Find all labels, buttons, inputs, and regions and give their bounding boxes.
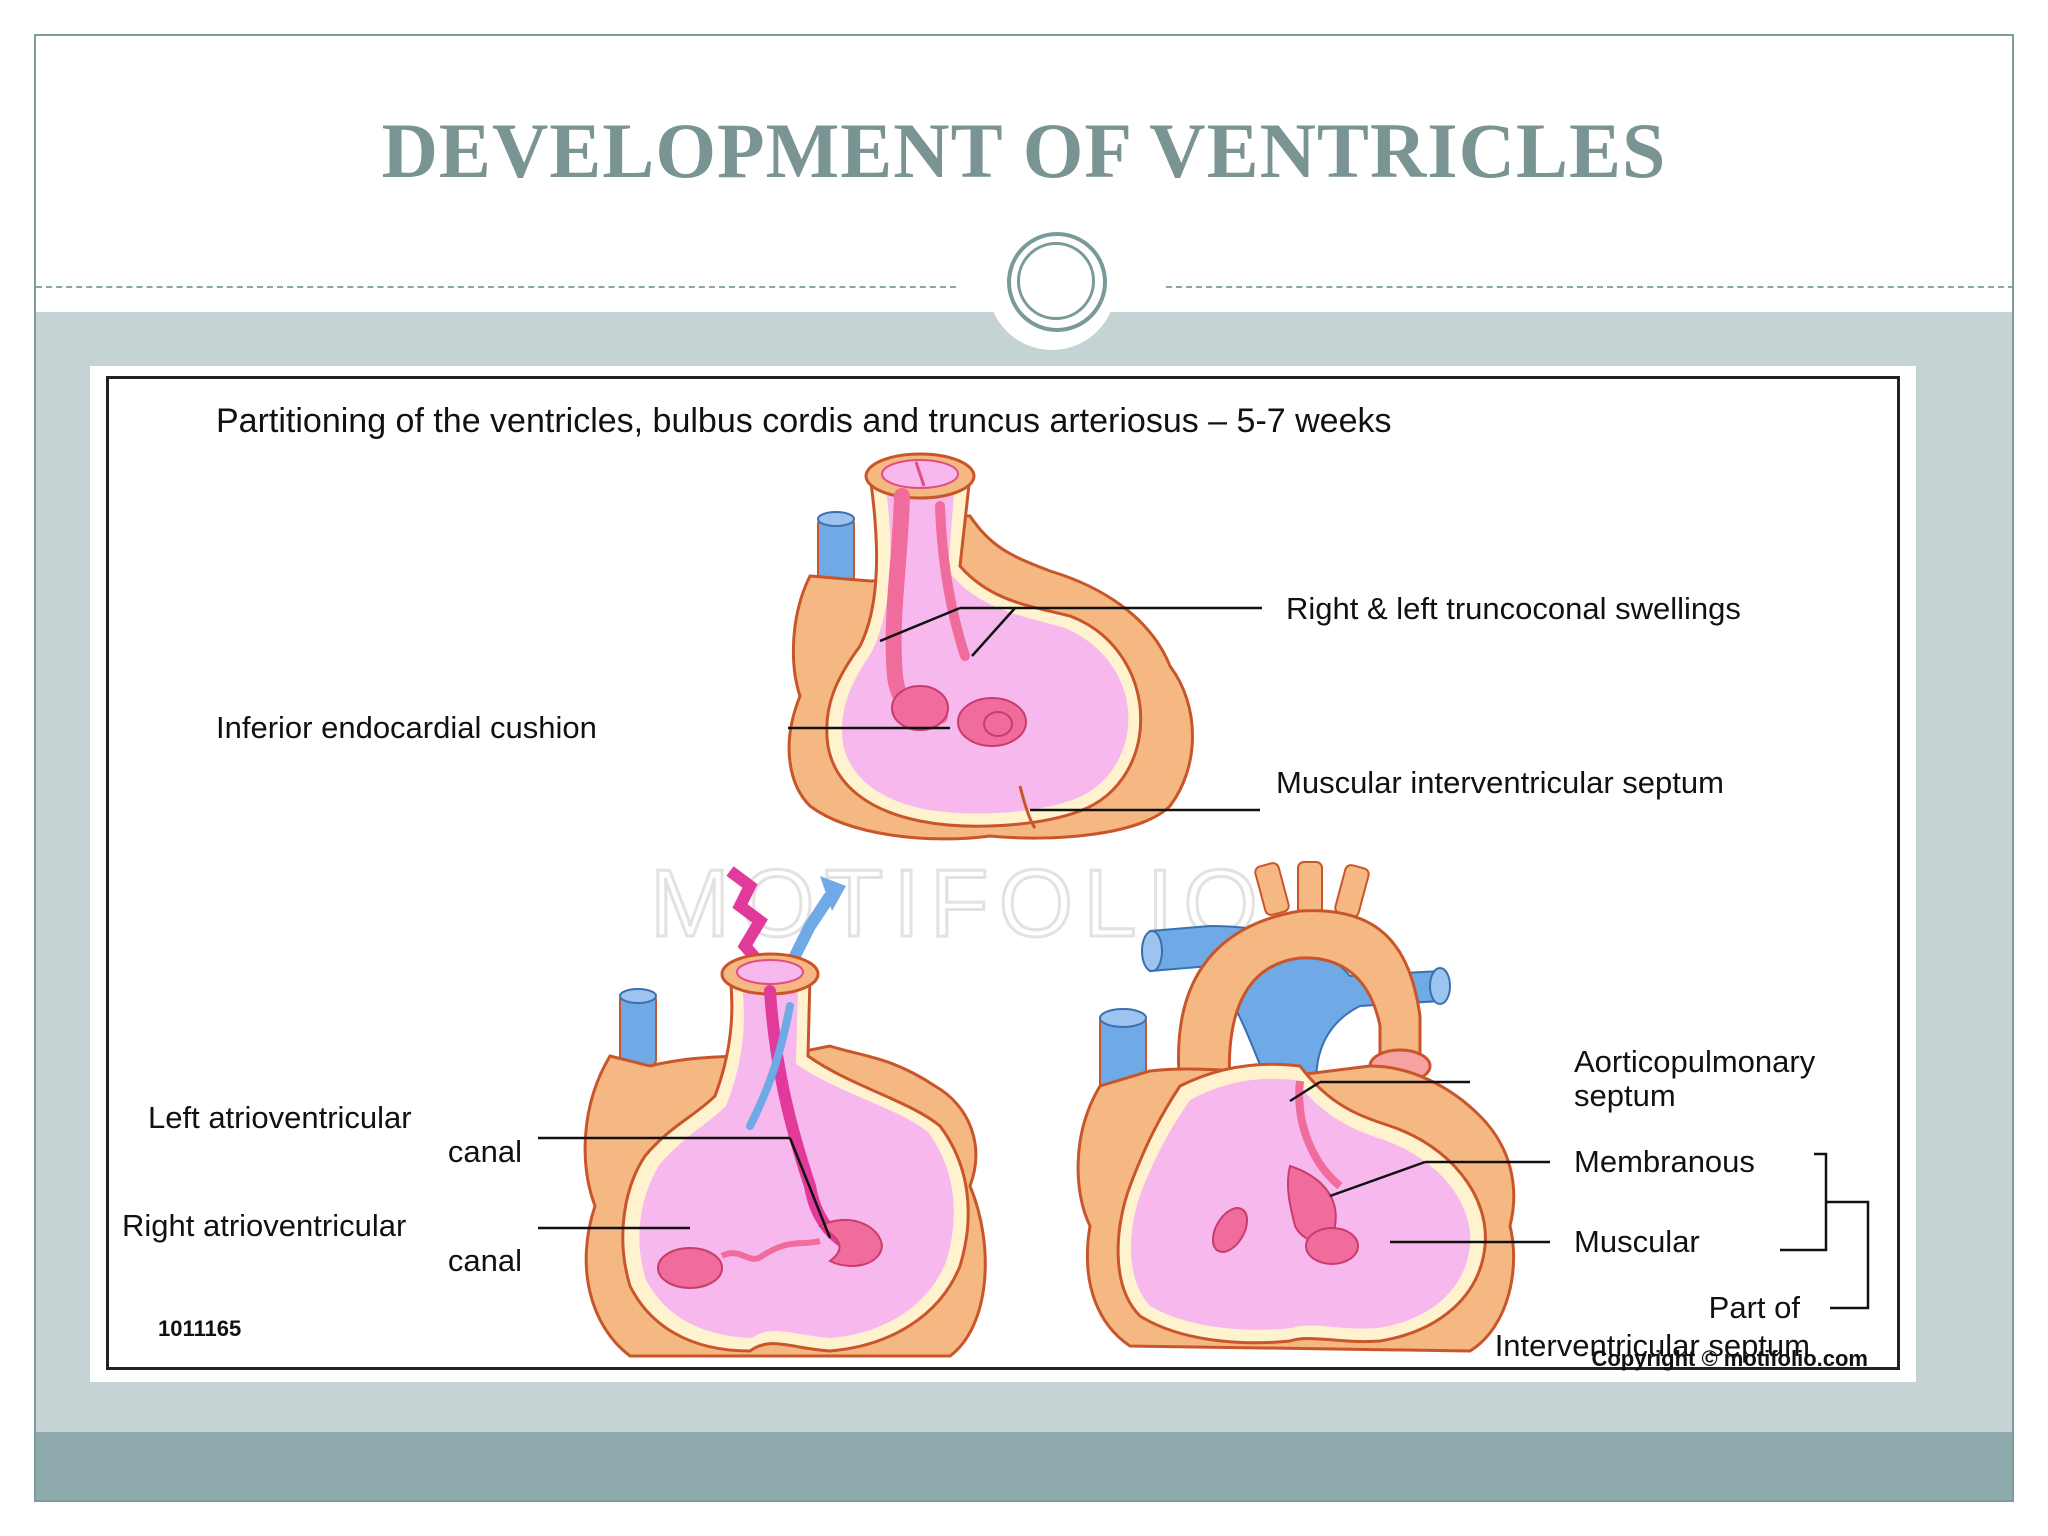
label-muscular: Muscular [1574, 1224, 1700, 1259]
bottom-right-heart [1076, 861, 1516, 1353]
label-muscular-ivs: Muscular interventricular septum [1276, 765, 1724, 800]
figure-id-number: 1011165 [158, 1316, 241, 1341]
label-left-av-canal-line2: canal [448, 1134, 522, 1169]
blue-flow-arrow-icon [784, 892, 835, 969]
red-flow-arrow-icon [726, 866, 785, 990]
slide-title: DEVELOPMENT OF VENTRICLES [381, 107, 1667, 194]
label-left-av-canal-line1: Left atrioventricular [148, 1100, 412, 1135]
label-membranous: Membranous [1574, 1144, 1755, 1179]
aortic-arch [1177, 909, 1422, 1088]
label-inferior-cushion: Inferior endocardial cushion [216, 710, 597, 745]
label-part-of: Part of [1709, 1290, 1801, 1325]
footer-band [36, 1432, 2012, 1500]
heart-diagram: Partitioning of the ventricles, bulbus c… [122, 402, 1870, 1371]
label-aorticopulmonary-line2: septum [1574, 1078, 1676, 1113]
bottom-left-heart [583, 866, 987, 1358]
label-aorticopulmonary-line1: Aorticopulmonary [1574, 1044, 1816, 1079]
figure-heading: Partitioning of the ventricles, bulbus c… [216, 402, 1392, 440]
label-truncoconal-swellings: Right & left truncoconal swellings [1286, 591, 1741, 626]
title-divider-right [1166, 286, 2012, 288]
septum-bracket [1780, 1152, 1828, 1252]
label-right-av-canal-line2: canal [448, 1243, 522, 1278]
figure-panel: Partitioning of the ventricles, bulbus c… [90, 366, 1916, 1382]
figure-frame [106, 376, 1900, 1370]
top-heart [787, 452, 1194, 841]
title-divider-left [36, 286, 956, 288]
label-right-av-canal-line1: Right atrioventricular [122, 1208, 406, 1243]
circle-ornament-icon [1007, 232, 1107, 332]
figure-copyright: Copyright © motifolio.com [1591, 1346, 1868, 1371]
slide: DEVELOPMENT OF VENTRICLES Partitioning o… [34, 34, 2014, 1502]
label-interventricular-septum: Interventricular septum [1495, 1328, 1810, 1363]
top-inferior-cushion [891, 685, 949, 731]
